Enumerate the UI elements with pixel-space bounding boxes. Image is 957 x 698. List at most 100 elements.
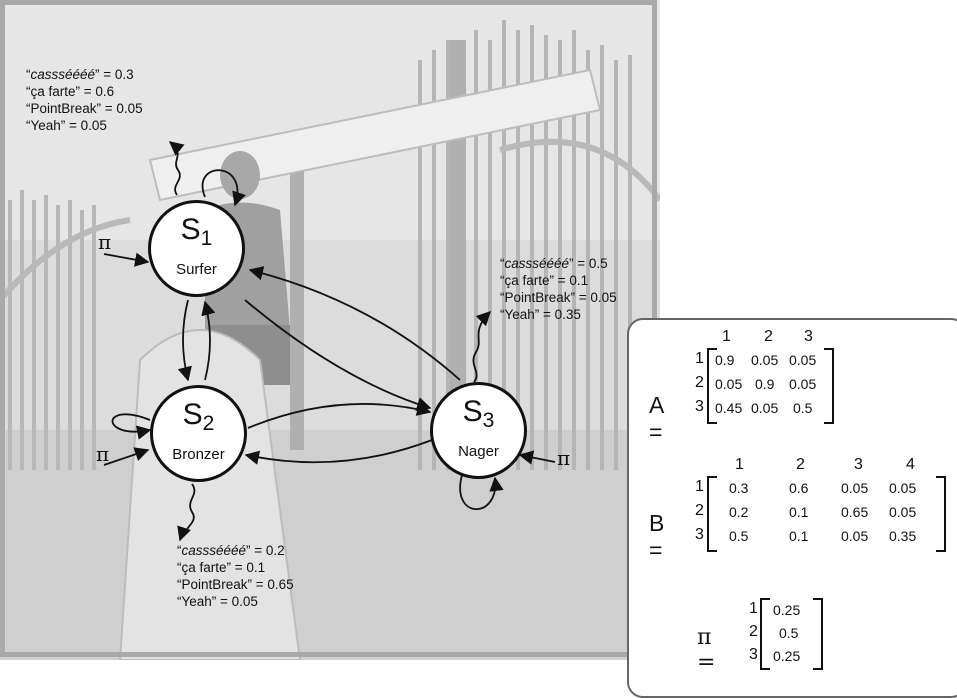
emission-item: “cassséééé” = 0.5 bbox=[500, 255, 617, 272]
state-letter: S bbox=[462, 395, 483, 428]
self-loop-s2 bbox=[111, 413, 152, 440]
edge-s1-s3 bbox=[244, 299, 432, 412]
col-header: 4 bbox=[906, 456, 915, 473]
matrix-cell: 0.65 bbox=[841, 504, 869, 520]
matrix-cell: 0.2 bbox=[729, 504, 749, 520]
emission-list-s3: “cassséééé” = 0.5 “ça farte” = 0.1 “Poin… bbox=[500, 255, 617, 323]
left-bracket bbox=[707, 348, 717, 424]
vector-cell: 0.5 bbox=[779, 625, 799, 641]
emission-word: cassséééé bbox=[504, 256, 570, 271]
matrix-cell: 0.1 bbox=[789, 528, 809, 544]
emission-item: “Yeah” = 0.35 bbox=[500, 307, 581, 322]
edge-s3-s1 bbox=[248, 266, 461, 381]
matrix-cell: 0.05 bbox=[751, 352, 779, 368]
col-header: 2 bbox=[764, 328, 773, 345]
emission-squiggle-s2 bbox=[177, 483, 196, 542]
emission-squiggle-s3 bbox=[472, 310, 492, 383]
emission-item: “ça farte” = 0.1 bbox=[500, 273, 589, 288]
matrix-cell: 0.05 bbox=[841, 480, 869, 496]
matrix-cell: 0.1 bbox=[789, 504, 809, 520]
state-s3: S3 Nager bbox=[430, 382, 527, 479]
state-letter: S bbox=[180, 213, 201, 246]
right-bracket bbox=[936, 476, 946, 552]
matrix-cell: 0.6 bbox=[789, 480, 809, 496]
right-bracket bbox=[824, 348, 834, 424]
initial-edge-s1 bbox=[103, 252, 150, 267]
emission-item: “Yeah” = 0.05 bbox=[26, 118, 107, 133]
edge-s2-s1 bbox=[201, 300, 216, 381]
matrix-cell: 0.05 bbox=[889, 504, 917, 520]
emission-word: cassséééé bbox=[30, 67, 96, 82]
initial-edge-s3 bbox=[518, 450, 556, 465]
emission-value: ” = 0.5 bbox=[569, 256, 608, 271]
matrix-cell: 0.05 bbox=[889, 480, 917, 496]
state-index: 3 bbox=[482, 409, 495, 432]
col-header: 2 bbox=[796, 456, 805, 473]
state-s1: S1 Surfer bbox=[148, 200, 245, 297]
row-header: 3 bbox=[695, 526, 704, 543]
state-symbol: S1 bbox=[151, 215, 242, 254]
col-header: 3 bbox=[804, 328, 813, 345]
emission-squiggle-s1 bbox=[168, 141, 185, 196]
emission-item: “PointBreak” = 0.05 bbox=[500, 290, 617, 305]
emission-item: “PointBreak” = 0.05 bbox=[26, 101, 143, 116]
pi-label-s2: π bbox=[96, 442, 110, 466]
matrix-cell: 0.05 bbox=[789, 376, 817, 392]
edge-s2-s3 bbox=[247, 401, 432, 429]
state-name: Nager bbox=[458, 443, 499, 460]
row-header: 1 bbox=[695, 350, 704, 367]
left-bracket bbox=[760, 598, 770, 670]
emission-item: “cassséééé” = 0.3 bbox=[26, 66, 143, 83]
initial-edge-s2 bbox=[103, 447, 150, 466]
pi-label-s1: π bbox=[98, 230, 112, 254]
matrix-cell: 0.5 bbox=[729, 528, 749, 544]
open-quote: “ bbox=[177, 543, 182, 558]
emission-value: ” = 0.3 bbox=[95, 67, 134, 82]
emission-item: “ça farte” = 0.6 bbox=[26, 84, 115, 99]
row-header: 2 bbox=[695, 374, 704, 391]
self-loop-s1 bbox=[201, 169, 246, 207]
right-bracket bbox=[813, 598, 823, 670]
col-header: 3 bbox=[854, 456, 863, 473]
hmm-diagram-edges bbox=[103, 141, 556, 542]
matrix-cell: 0.05 bbox=[715, 376, 743, 392]
edge-s1-s2 bbox=[177, 299, 192, 382]
vector-cell: 0.25 bbox=[773, 602, 801, 618]
emission-item: “Yeah” = 0.05 bbox=[177, 594, 258, 609]
matrix-cell: 0.5 bbox=[793, 400, 813, 416]
open-quote: “ bbox=[26, 67, 31, 82]
matrix-cell: 0.05 bbox=[751, 400, 779, 416]
matrix-cell: 0.35 bbox=[889, 528, 917, 544]
vector-cell: 0.25 bbox=[773, 648, 801, 664]
state-letter: S bbox=[182, 398, 203, 431]
state-index: 1 bbox=[200, 227, 213, 250]
matrix-a-label: A = bbox=[649, 392, 664, 445]
pi-vector-label: π = bbox=[697, 625, 716, 675]
state-symbol: S3 bbox=[433, 397, 524, 436]
state-symbol: S2 bbox=[153, 400, 244, 439]
state-name: Bronzer bbox=[172, 446, 225, 463]
state-name: Surfer bbox=[176, 261, 217, 278]
matrix-cell: 0.05 bbox=[789, 352, 817, 368]
state-s2: S2 Bronzer bbox=[150, 385, 247, 482]
self-loop-s3 bbox=[459, 474, 504, 511]
emission-item: “cassséééé” = 0.2 bbox=[177, 542, 294, 559]
parameter-panel: A = 1 2 3 1 2 3 0.9 0.05 0.05 0.05 0.9 0… bbox=[627, 318, 957, 698]
matrix-cell: 0.9 bbox=[715, 352, 735, 368]
emission-word: cassséééé bbox=[181, 543, 247, 558]
matrix-cell: 0.9 bbox=[755, 376, 775, 392]
matrix-cell: 0.3 bbox=[729, 480, 749, 496]
row-header: 1 bbox=[749, 600, 758, 617]
edge-s3-s2 bbox=[244, 439, 433, 465]
row-header: 3 bbox=[695, 398, 704, 415]
emission-list-s1: “cassséééé” = 0.3 “ça farte” = 0.6 “Poin… bbox=[26, 66, 143, 134]
col-header: 1 bbox=[735, 456, 744, 473]
emission-item: “PointBreak” = 0.65 bbox=[177, 577, 294, 592]
row-header: 2 bbox=[695, 502, 704, 519]
emission-list-s2: “cassséééé” = 0.2 “ça farte” = 0.1 “Poin… bbox=[177, 542, 294, 610]
row-header: 3 bbox=[749, 646, 758, 663]
matrix-cell: 0.05 bbox=[841, 528, 869, 544]
state-index: 2 bbox=[202, 412, 215, 435]
row-header: 1 bbox=[695, 478, 704, 495]
emission-item: “ça farte” = 0.1 bbox=[177, 560, 266, 575]
